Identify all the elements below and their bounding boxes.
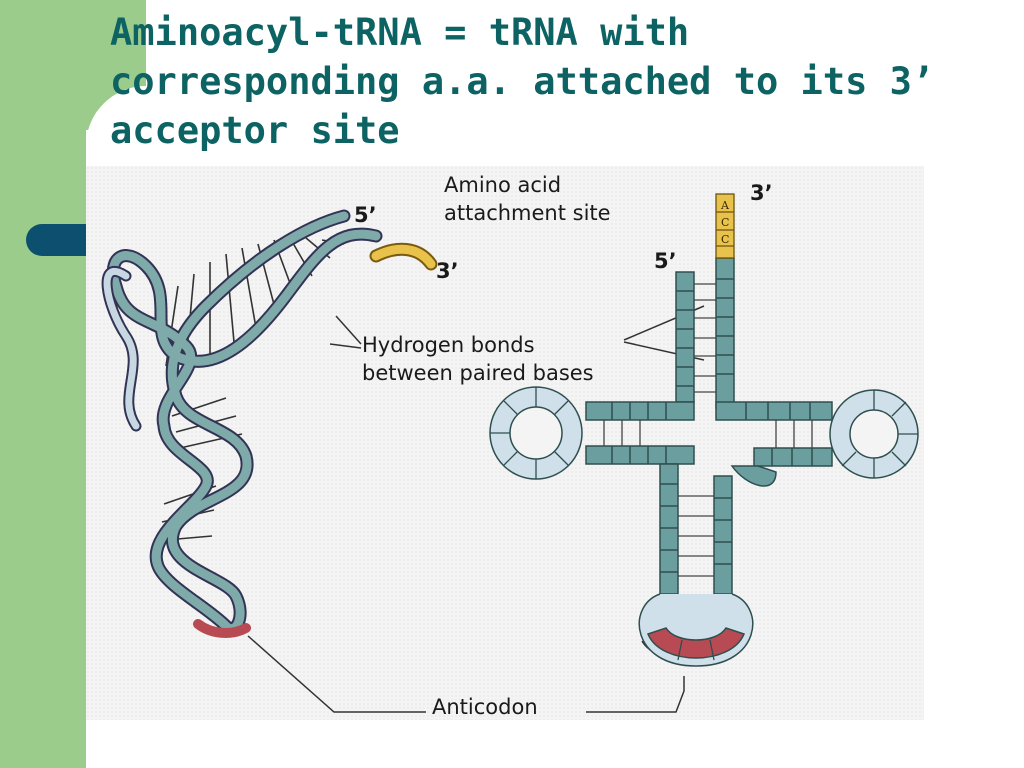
- label-anticodon: Anticodon: [432, 695, 538, 719]
- corner-curve: [86, 0, 146, 146]
- acceptor-base-c1: C: [721, 216, 729, 229]
- d-loop-ticks: [490, 387, 569, 479]
- trna-3d-model: [101, 209, 438, 638]
- trna-figure: A C C: [86, 166, 924, 720]
- left-accent-band: [0, 0, 86, 768]
- label-hbonds-line1: Hydrogen bonds: [362, 333, 535, 357]
- trna-strand-fill: [108, 211, 381, 633]
- acceptor-base-a: A: [720, 199, 730, 212]
- anticodon-bases: [647, 627, 745, 659]
- t-arm: [715, 401, 833, 467]
- label-3prime-clover: 3’: [750, 181, 773, 205]
- trna-diagram-svg: A C C: [101, 173, 919, 719]
- slide-title: Aminoacyl-tRNA = tRNA with corresponding…: [110, 11, 935, 152]
- label-5prime-3d: 5’: [354, 203, 377, 227]
- trna-cloverleaf: A C C: [489, 193, 919, 667]
- anticodon-stem: [659, 463, 733, 595]
- acceptor-acc-end: [715, 193, 735, 259]
- acceptor-hbonds: [694, 283, 716, 393]
- trna-d-loop-fill: [103, 267, 140, 430]
- acceptor-stem: [675, 257, 735, 409]
- label-hbonds-line2: between paired bases: [362, 361, 594, 385]
- label-amino-acid-line2: attachment site: [444, 201, 611, 225]
- label-3prime-3d: 3’: [436, 259, 459, 283]
- t-loop-ticks: [841, 390, 918, 478]
- acceptor-base-c2: C: [721, 233, 729, 246]
- anticodon-segment-3d: [193, 619, 251, 638]
- label-5prime-clover: 5’: [654, 249, 677, 273]
- variable-loop: [730, 465, 777, 487]
- label-amino-acid-line1: Amino acid: [444, 173, 561, 197]
- hydrogen-bond-rungs-3d: [161, 237, 345, 541]
